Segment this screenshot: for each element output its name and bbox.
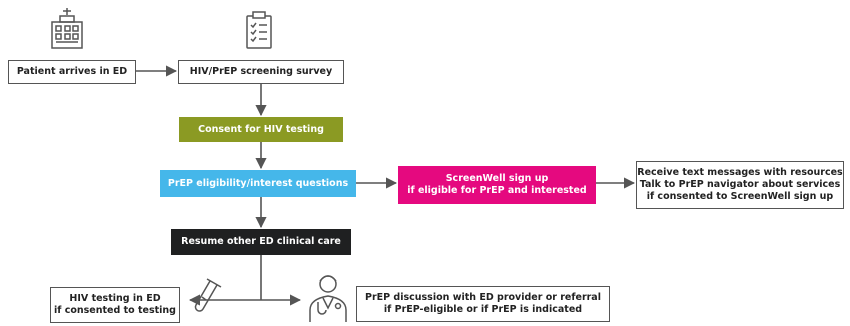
node-prep-eligibility: PrEP eligibility/interest questions [160,170,356,197]
hospital-icon [51,8,83,49]
node-screenwell-sign-up: ScreenWell sign up if eligible for PrEP … [398,166,596,204]
node-screening-survey-label: HIV/PrEP screening survey [189,66,333,77]
clipboard-checklist-icon [246,11,272,49]
doctor-icon [309,275,347,322]
node-prep-eligibility-label: PrEP eligibility/interest questions [167,177,349,189]
node-prep-discussion: PrEP discussion with ED provider or refe… [356,286,610,322]
node-screenwell-title: ScreenWell sign up [445,173,549,184]
node-text-messages-line1: Receive text messages with resources [637,167,843,178]
node-hiv-testing-title: HIV testing in ED [69,293,161,304]
node-patient-arrives: Patient arrives in ED [8,60,136,84]
node-text-messages-line3: if consented to ScreenWell sign up [646,191,834,202]
node-hiv-testing: HIV testing in ED if consented to testin… [50,287,180,323]
node-screening-survey: HIV/PrEP screening survey [178,60,344,84]
node-consent-hiv-testing: Consent for HIV testing [179,117,343,142]
node-text-messages: Receive text messages with resources Tal… [636,161,844,209]
node-consent-hiv-testing-label: Consent for HIV testing [198,123,324,135]
node-patient-arrives-label: Patient arrives in ED [16,66,128,77]
node-resume-ed-care: Resume other ED clinical care [171,229,351,255]
node-prep-discussion-title: PrEP discussion with ED provider or refe… [365,292,601,303]
node-hiv-testing-condition: if consented to testing [54,305,176,316]
node-prep-discussion-condition: if PrEP-eligible or if PrEP is indicated [383,304,583,315]
node-text-messages-line2: Talk to PrEP navigator about services [639,179,841,190]
test-tube-icon [194,278,222,312]
node-resume-ed-care-label: Resume other ED clinical care [181,236,341,247]
node-screenwell-condition: if eligible for PrEP and interested [407,185,587,196]
